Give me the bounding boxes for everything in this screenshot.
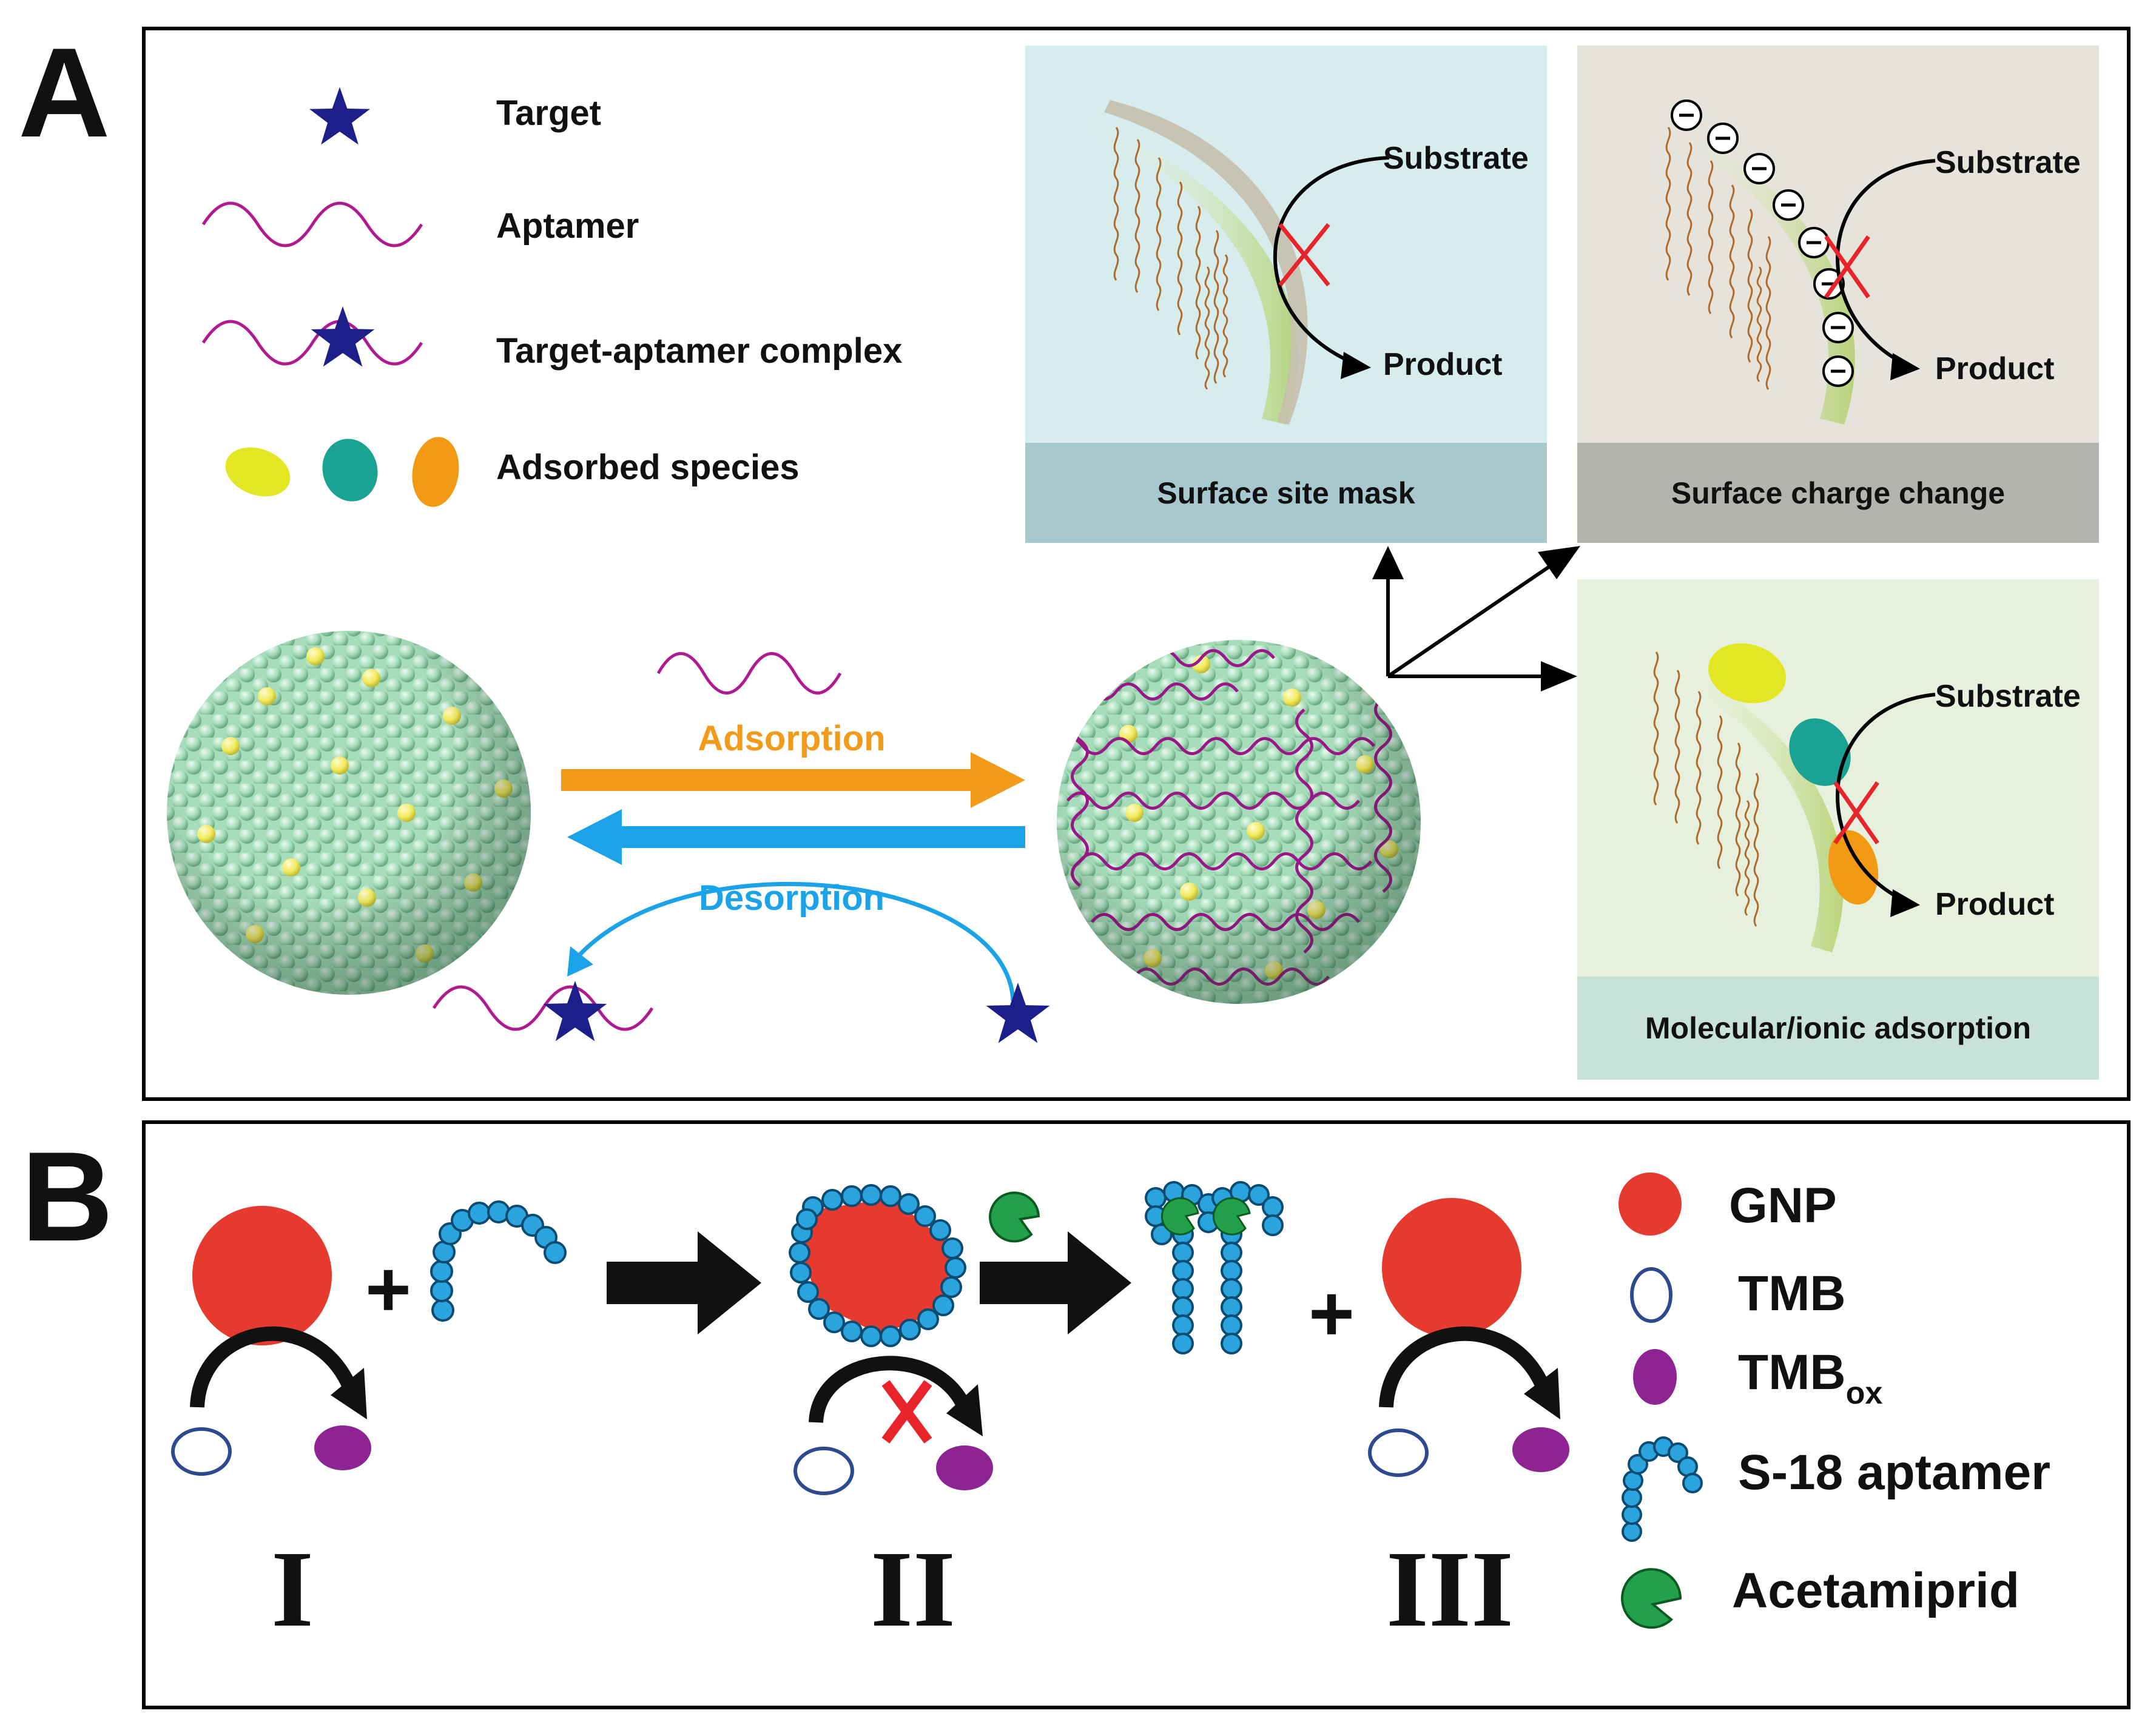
adsorption-label: Adsorption (698, 719, 885, 758)
stage-2-label: II (871, 1529, 955, 1649)
stage-3-label: III (1386, 1529, 1514, 1649)
legend-acetamiprid-icon (1621, 1568, 1682, 1629)
mask-product-label: Product (1383, 347, 1502, 382)
aptamer-coated-nanoparticle (1057, 640, 1421, 1004)
desorption-curve-arrow (567, 882, 1016, 1001)
mechanism-molecular-adsorption (1577, 579, 2099, 1080)
stage-2-aptamer-coated-gnp (789, 1184, 993, 1495)
reaction-arrow-1 (607, 1231, 761, 1334)
legend-aptamer-label: S-18 aptamer (1738, 1445, 2050, 1500)
legend-gnp-icon (1619, 1172, 1682, 1236)
legend-adsorbed-label: Adsorbed species (496, 448, 800, 487)
legend-tmbox-label: TMBox (1738, 1345, 1882, 1411)
charge-product-label: Product (1935, 351, 2054, 386)
legend-acetamiprid-label: Acetamiprid (1732, 1563, 2019, 1618)
stage-3-gnp-catalysis (1368, 1198, 1569, 1477)
target-star (986, 983, 1050, 1043)
mask-title: Surface site mask (1157, 476, 1415, 510)
panel-a-frame (142, 27, 2131, 1101)
adsorption-arrow (561, 752, 1025, 808)
arrow-diagonal-head (1538, 546, 1580, 579)
arrow-right-head (1541, 661, 1577, 691)
bare-nanoparticle (167, 631, 531, 995)
legend-tmb-label: TMB (1738, 1266, 1846, 1321)
branch-arrows (1386, 562, 1554, 678)
molecular-product-label: Product (1935, 887, 2054, 922)
molecular-substrate-label: Substrate (1935, 679, 2081, 714)
mask-substrate-label: Substrate (1383, 141, 1529, 176)
legend-target-label: Target (496, 93, 601, 133)
legend-complex-label: Target-aptamer complex (496, 331, 902, 371)
free-aptamer (656, 652, 842, 695)
legend-complex-icon (201, 306, 423, 367)
mechanism-surface-site-mask (1025, 45, 1547, 543)
plus-sign-2: + (1309, 1269, 1355, 1358)
stage-1-label: I (271, 1529, 314, 1649)
desorption-arrow (567, 809, 1025, 865)
legend-target-star-icon (309, 87, 370, 145)
legend-gnp-label: GNP (1729, 1178, 1837, 1233)
charge-substrate-label: Substrate (1935, 145, 2081, 180)
aptamer-acetamiprid-complexes (1145, 1181, 1284, 1354)
legend-tmbox-icon (1633, 1349, 1677, 1405)
acetamiprid-molecule (989, 1191, 1040, 1243)
reaction-arrow-2 (980, 1231, 1131, 1334)
panel-b-letter: B (21, 1125, 113, 1268)
panel-a-letter: A (18, 21, 110, 164)
plus-sign-1: + (365, 1245, 411, 1333)
legend-s18-aptamer-icon (1622, 1436, 1703, 1542)
desorption-label: Desorption (699, 878, 884, 918)
s18-aptamer-chain (430, 1200, 567, 1322)
released-complex (432, 981, 654, 1041)
stage-1-gnp-catalysis (171, 1206, 371, 1476)
arrow-up-head (1372, 546, 1404, 579)
mechanism-surface-charge-change (1577, 45, 2099, 543)
legend-aptamer-icon (201, 201, 423, 247)
molecular-title: Molecular/ionic adsorption (1645, 1011, 2031, 1045)
legend-tmb-icon (1630, 1267, 1672, 1323)
legend-adsorbed-species-icon (225, 437, 459, 507)
panel-b-frame (142, 1120, 2131, 1709)
charge-title: Surface charge change (1671, 476, 2005, 510)
legend-aptamer-label: Aptamer (496, 206, 639, 246)
